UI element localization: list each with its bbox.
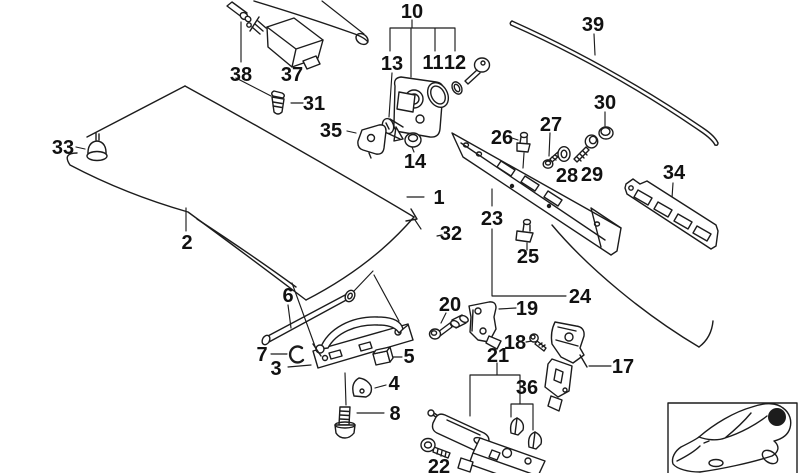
- rear-trim-panel-edge: [551, 224, 714, 348]
- washer: [557, 145, 571, 162]
- trunk-latch: [544, 321, 588, 412]
- lock-cylinder-assembly: [357, 57, 491, 159]
- part-label-3: 3: [270, 358, 281, 380]
- key: [464, 57, 491, 85]
- part-label-30: 30: [594, 92, 616, 114]
- part-label-22: 22: [428, 456, 450, 473]
- part-label-39: 39: [582, 14, 604, 36]
- trunk-trim-strip: [509, 20, 719, 146]
- part-label-21: 21: [487, 345, 509, 367]
- part-label-19: 19: [516, 298, 538, 320]
- part-label-7: 7: [256, 344, 267, 366]
- inset-frame: [667, 402, 798, 473]
- hex-bolt: [573, 134, 599, 163]
- part-label-33: 33: [52, 137, 74, 159]
- part-label-31: 31: [303, 93, 325, 115]
- hinge-support-rod: [261, 289, 356, 346]
- lock-actuator-cylinder: [427, 409, 546, 473]
- part-label-4: 4: [388, 373, 400, 395]
- cap: [598, 126, 614, 140]
- lock-plate: [357, 124, 387, 159]
- part-label-35: 35: [320, 120, 342, 142]
- part-label-38: 38: [230, 64, 252, 86]
- mounting-bracket-strip: [624, 178, 719, 250]
- part-label-5: 5: [403, 346, 414, 368]
- part-label-11: 11: [422, 52, 443, 74]
- part-label-20: 20: [439, 294, 461, 316]
- part-label-29: 29: [581, 164, 603, 186]
- bump-stop: [271, 90, 285, 115]
- license-plate-panel: [451, 132, 622, 256]
- latch-bracket-plate: [468, 301, 502, 350]
- part-label-18: 18: [504, 332, 526, 354]
- part-label-36: 36: [516, 377, 538, 399]
- actuator-pin: [226, 1, 252, 23]
- part-label-28: 28: [556, 165, 578, 187]
- car-outline: [671, 403, 792, 473]
- part-label-32: 32: [440, 223, 462, 245]
- part-label-23: 23: [481, 208, 503, 230]
- car-location-inset: [667, 402, 798, 473]
- part-label-26: 26: [491, 127, 513, 149]
- push-clip: [516, 131, 531, 153]
- rubber-buffer: [86, 132, 108, 162]
- part-label-37: 37: [281, 64, 303, 86]
- striker-bolt: [428, 314, 469, 340]
- o-ring: [426, 81, 450, 109]
- part-label-17: 17: [612, 356, 634, 378]
- part-label-8: 8: [389, 403, 400, 425]
- hinge-bolt: [334, 406, 356, 439]
- part-label-34: 34: [663, 162, 686, 184]
- part-label-24: 24: [569, 286, 592, 308]
- rubber-block: [372, 346, 394, 366]
- latch-bolt: [529, 333, 547, 352]
- lock-carrier-plate: [457, 437, 546, 473]
- part-label-14: 14: [404, 151, 427, 173]
- part-label-25: 25: [517, 246, 539, 268]
- part-label-13: 13: [381, 53, 403, 75]
- location-marker-dot: [768, 408, 786, 426]
- lock-nut: [404, 132, 422, 148]
- part-label-12: 12: [444, 52, 466, 74]
- wedge-clip: [352, 377, 373, 398]
- part-label-6: 6: [282, 285, 293, 307]
- panel-clip: [515, 218, 534, 243]
- trunk-hinge: [312, 316, 414, 369]
- carrier-bolt: [420, 437, 451, 459]
- central-locking-actuator: [246, 16, 324, 70]
- seal-ring: [451, 81, 463, 95]
- release-rod: [253, 0, 369, 46]
- part-label-10: 10: [401, 1, 423, 23]
- part-label-1: 1: [433, 187, 444, 209]
- trunk-lid-panel: [66, 85, 418, 301]
- part-label-2: 2: [181, 232, 192, 254]
- leader-lines: [75, 0, 674, 431]
- carrier-clips: [509, 417, 543, 450]
- part-label-27: 27: [540, 114, 562, 136]
- snap-ring: [288, 345, 305, 364]
